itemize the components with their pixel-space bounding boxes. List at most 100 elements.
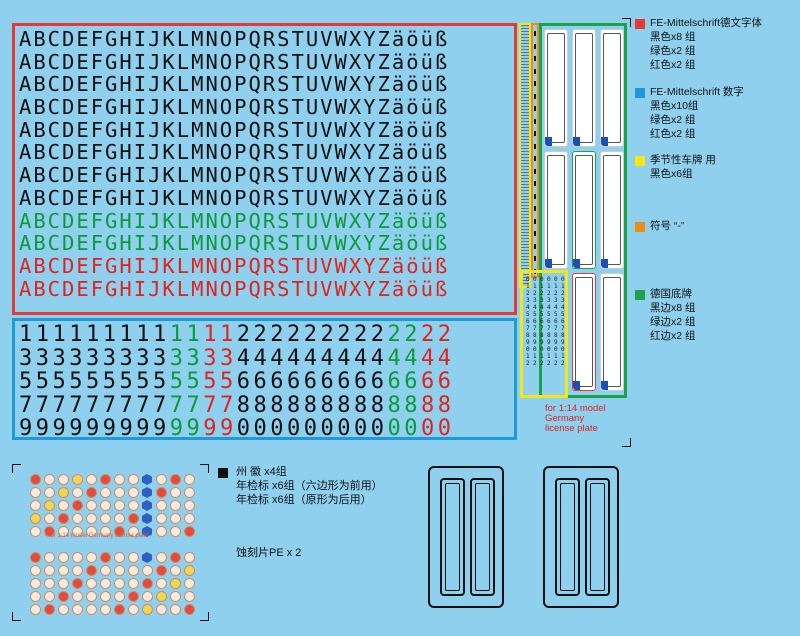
dash-symbol	[534, 56, 536, 61]
inspection-sticker	[30, 604, 41, 615]
inspection-sticker	[170, 591, 181, 602]
inspection-sticker	[184, 591, 195, 602]
inspection-sticker	[58, 513, 69, 524]
digit-glyph: 7	[186, 393, 204, 418]
inspection-sticker	[30, 487, 41, 498]
caption-line-1: for 1:14 model	[545, 403, 606, 414]
inspection-sticker	[156, 526, 167, 537]
inspection-sticker	[156, 513, 167, 524]
digit-glyph: 4	[303, 346, 321, 371]
inspection-sticker	[58, 578, 69, 589]
pe-slot	[470, 478, 495, 596]
pe-slot	[440, 478, 465, 596]
dash-symbol	[534, 156, 536, 161]
digit-glyph: 7	[19, 393, 36, 418]
digit-glyph: 1	[119, 323, 137, 347]
inspection-sticker	[86, 565, 97, 576]
digit-glyph: 6	[437, 370, 455, 394]
digit-glyph: 8	[354, 393, 371, 418]
digit-glyph: 0	[337, 417, 354, 441]
digit-glyph: 6	[387, 370, 405, 394]
digit-glyph: 6	[404, 370, 421, 394]
inspection-sticker	[184, 565, 195, 576]
inspection-sticker	[170, 487, 181, 498]
letter-row: ABCDEFGHIJKLMNOPQRSTUVWXYZäöüß	[19, 232, 450, 255]
model-caption: for 1:14 model Germany license plate	[545, 404, 606, 434]
caption-line-3: license plate	[545, 423, 598, 434]
license-plate-blank	[600, 151, 624, 269]
inspection-sticker	[156, 604, 167, 615]
inspection-sticker	[44, 487, 55, 498]
digit-glyph: 6	[337, 370, 354, 394]
digit-glyph: 2	[287, 323, 304, 347]
legend-title: FE-Mittelschrift 数字	[650, 86, 744, 98]
letter-row: ABCDEFGHIJKLMNOPQRSTUVWXYZäöüß	[19, 28, 450, 51]
legend-line: 黑边x8 组	[650, 302, 696, 314]
legend-title: 符号 “-”	[650, 220, 685, 232]
digit-glyph: 7	[136, 393, 153, 418]
digit-glyph: 3	[102, 346, 120, 371]
legend-title: FE-Mittelschrift德文字体	[650, 17, 763, 29]
inspection-sticker	[184, 604, 195, 615]
digit-glyph: 8	[387, 393, 405, 418]
inspection-sticker	[100, 487, 111, 498]
digit-glyph: 5	[203, 370, 220, 394]
inspection-sticker	[72, 513, 83, 524]
inspection-sticker	[170, 513, 181, 524]
inspection-sticker	[58, 552, 69, 563]
letter-row: ABCDEFGHIJKLMNOPQRSTUVWXYZäöüß	[19, 118, 450, 142]
inspection-sticker	[128, 526, 139, 537]
digit-glyph: 9	[136, 417, 153, 441]
digit-glyph: 5	[119, 370, 137, 394]
inspection-sticker	[142, 578, 153, 589]
inspection-sticker	[86, 552, 97, 563]
inspection-sticker	[114, 552, 125, 563]
digit-glyph: 8	[437, 393, 455, 418]
digit-glyph: 1	[19, 323, 36, 347]
dash-symbol	[534, 243, 536, 249]
inspection-sticker	[58, 474, 69, 485]
inspection-sticker	[170, 578, 181, 589]
dash-symbol	[534, 193, 536, 199]
legend-title: 季节性车牌 用	[650, 154, 716, 166]
dash-symbol-strip	[531, 23, 539, 278]
digit-glyph: 9	[119, 417, 137, 441]
digit-glyph: 2	[320, 323, 338, 347]
digit-glyph: 9	[19, 417, 36, 441]
digit-glyph: 6	[421, 370, 438, 394]
digit-glyph: 0	[404, 417, 421, 441]
digit-glyph: 1	[186, 323, 204, 347]
legend-digits: FE-Mittelschrift 数字 黑色x10组 绿色x2 组 红色x2 组	[650, 85, 744, 141]
inspection-sticker	[44, 578, 55, 589]
digit-glyph: 0	[387, 417, 405, 441]
digit-glyph: 3	[119, 346, 137, 371]
inspection-sticker	[100, 526, 111, 537]
digit-glyph: 9	[52, 417, 70, 441]
digit-glyph: 4	[437, 346, 455, 371]
digit-glyph: 0	[370, 417, 388, 441]
digit-glyph: 2	[253, 323, 271, 347]
inspection-sticker	[44, 526, 55, 537]
digit-glyph: 3	[69, 346, 86, 371]
pe-frame	[428, 466, 504, 608]
sticker-sheet-caption: - for 1:14 model Germany license plate -	[45, 533, 153, 539]
inspection-sticker	[58, 526, 69, 537]
digit-glyph: 0	[287, 417, 304, 441]
green-swatch	[635, 290, 645, 300]
inspection-sticker	[170, 474, 181, 485]
digit-glyph: 0	[320, 417, 338, 441]
digit-glyph: 7	[169, 393, 187, 418]
inspection-sticker	[114, 565, 125, 576]
digit-glyph: 9	[102, 417, 120, 441]
inspection-sticker	[58, 565, 69, 576]
inspection-sticker	[30, 526, 41, 537]
inspection-sticker	[184, 526, 195, 537]
digit-glyph: 8	[421, 393, 438, 418]
frame-corner	[200, 464, 209, 473]
inspection-sticker	[100, 513, 111, 524]
inspection-sticker	[100, 591, 111, 602]
inspection-sticker	[72, 500, 83, 511]
dash-symbol	[534, 31, 536, 36]
digit-glyph: 8	[404, 393, 421, 418]
dash-symbol	[534, 81, 536, 86]
